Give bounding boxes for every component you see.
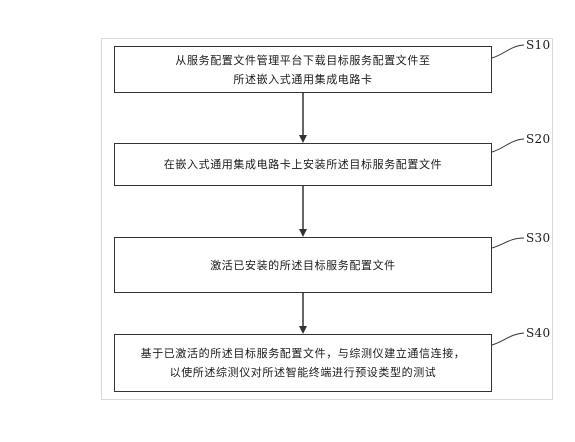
step-box-s10: 从服务配置文件管理平台下载目标服务配置文件至 所述嵌入式通用集成电路卡 <box>114 46 492 93</box>
step-label-s20: S20 <box>526 132 551 146</box>
step-label-s30: S30 <box>526 231 551 245</box>
step-box-s30: 激活已安装的所述目标服务配置文件 <box>114 237 492 293</box>
step-box-s20: 在嵌入式通用集成电路卡上安装所述目标服务配置文件 <box>114 143 492 186</box>
step-text-s20: 在嵌入式通用集成电路卡上安装所述目标服务配置文件 <box>163 158 443 171</box>
diagram-frame <box>101 38 553 400</box>
step-label-s40: S40 <box>526 326 551 340</box>
step-text-s10: 从服务配置文件管理平台下载目标服务配置文件至 所述嵌入式通用集成电路卡 <box>175 53 431 86</box>
step-box-s40: 基于已激活的所述目标服务配置文件，与综测仪建立通信连接， 以使所述综测仪对所述智… <box>114 334 492 392</box>
step-text-s30: 激活已安装的所述目标服务配置文件 <box>210 258 396 272</box>
step-label-s10: S10 <box>526 38 551 52</box>
step-text-s40: 基于已激活的所述目标服务配置文件，与综测仪建立通信连接， 以使所述综测仪对所述智… <box>140 347 466 379</box>
